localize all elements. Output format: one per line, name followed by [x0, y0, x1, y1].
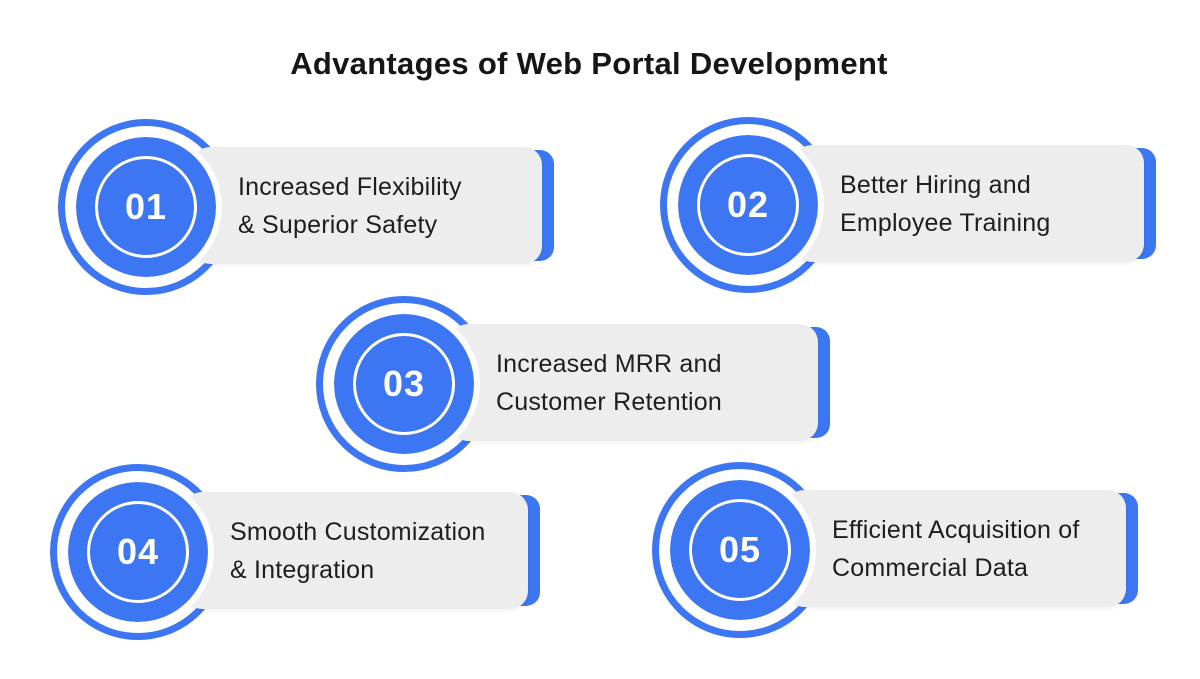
advantage-label-line2: Employee Training [840, 208, 1051, 237]
advantage-item-4: Smooth Customization & Integration 04 [50, 464, 570, 640]
advantage-item-3: Increased MRR and Customer Retention 03 [316, 296, 836, 472]
advantage-item-2: Better Hiring and Employee Training 02 [660, 117, 1180, 293]
inner-ring [689, 499, 791, 601]
inner-ring [353, 333, 455, 435]
advantage-label: Increased MRR and Customer Retention [450, 324, 818, 441]
advantage-card: Increased Flexibility & Superior Safety [192, 147, 554, 264]
card-background [184, 492, 528, 609]
inner-ring [87, 501, 189, 603]
advantage-label-line1: Increased MRR and [496, 349, 722, 378]
number-badge: 03 [328, 308, 480, 460]
advantage-label: Better Hiring and Employee Training [794, 145, 1144, 262]
advantage-card: Better Hiring and Employee Training [794, 145, 1156, 262]
advantage-label-line2: Commercial Data [832, 553, 1029, 582]
advantage-card: Smooth Customization & Integration [184, 492, 540, 609]
advantage-item-5: Efficient Acquisition of Commercial Data… [652, 462, 1172, 638]
advantage-card: Increased MRR and Customer Retention [450, 324, 830, 441]
advantage-item-1: Increased Flexibility & Superior Safety … [58, 119, 578, 295]
advantage-card: Efficient Acquisition of Commercial Data [786, 490, 1138, 607]
advantage-label-line1: Smooth Customization [230, 517, 486, 546]
number-badge: 05 [664, 474, 816, 626]
advantage-label: Smooth Customization & Integration [184, 492, 528, 609]
number-badge: 02 [672, 129, 824, 281]
advantage-label-line2: Customer Retention [496, 387, 722, 416]
advantage-label: Efficient Acquisition of Commercial Data [786, 490, 1126, 607]
advantage-label-line1: Increased Flexibility [238, 172, 462, 201]
card-background [786, 490, 1126, 607]
advantage-label: Increased Flexibility & Superior Safety [192, 147, 542, 264]
page-title: Advantages of Web Portal Development [290, 46, 888, 81]
advantage-label-line1: Better Hiring and [840, 170, 1031, 199]
inner-ring [95, 156, 197, 258]
advantage-label-line1: Efficient Acquisition of [832, 515, 1080, 544]
card-background [192, 147, 542, 264]
inner-ring [697, 154, 799, 256]
card-background [794, 145, 1144, 262]
advantage-label-line2: & Integration [230, 555, 375, 584]
number-badge: 01 [70, 131, 222, 283]
card-background [450, 324, 818, 441]
advantage-label-line2: & Superior Safety [238, 210, 438, 239]
number-badge: 04 [62, 476, 214, 628]
